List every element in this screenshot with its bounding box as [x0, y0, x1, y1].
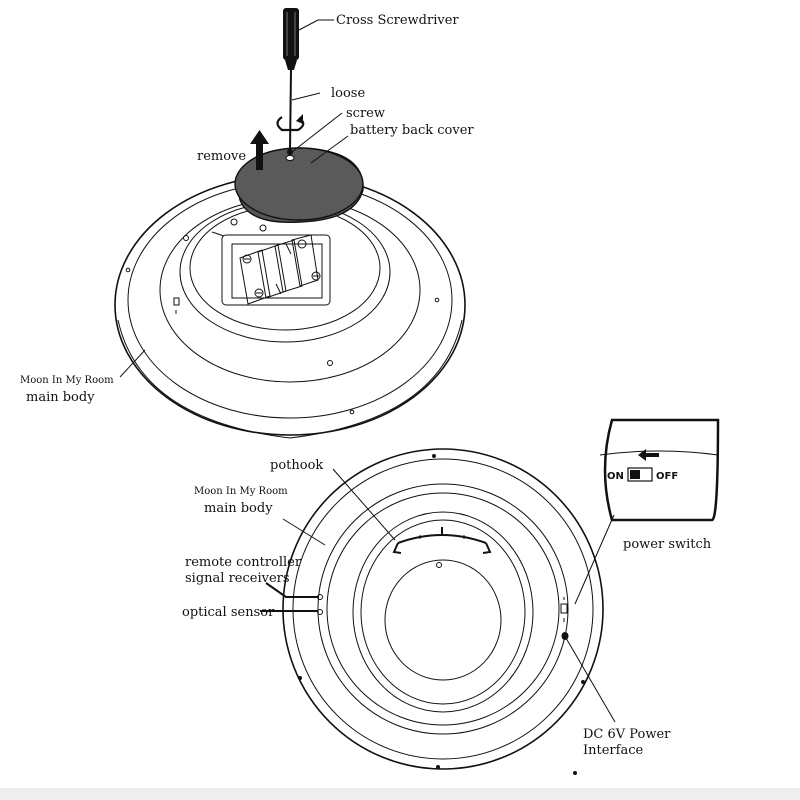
- left-arrow-icon: [638, 449, 659, 461]
- label-loose: loose: [331, 86, 365, 101]
- back-inner-ring-2: [360, 519, 526, 705]
- label-optical-sensor: optical sensor: [182, 605, 275, 620]
- label-remote-controller: remote controller: [185, 555, 302, 570]
- back-inner-ring: [352, 511, 534, 713]
- battery-back-cover: [234, 147, 364, 224]
- side-switch: [173, 297, 180, 306]
- cover-screw-hole: [285, 155, 295, 161]
- back-center-window: [384, 559, 502, 681]
- label-dc-power-line1: DC 6V Power: [583, 727, 671, 742]
- dc-power-jack: [561, 632, 569, 640]
- power-switch-small: [560, 603, 568, 614]
- label-switch-on: ON: [607, 471, 624, 482]
- power-switch-zoom: [599, 418, 720, 522]
- main-body-edge: [117, 319, 463, 439]
- label-moon-in-my-room-top: Moon In My Room: [20, 375, 114, 386]
- label-battery-back-cover: battery back cover: [350, 123, 474, 138]
- back-outer-ring-inner: [292, 458, 594, 760]
- cross-screwdriver: [283, 8, 299, 155]
- label-main-body-bottom: main body: [204, 501, 273, 516]
- label-cross-screwdriver: Cross Screwdriver: [336, 13, 459, 28]
- pothook: [392, 527, 492, 554]
- up-arrow-icon: [250, 130, 269, 170]
- rim-hole: [125, 267, 131, 273]
- screw-icon: [287, 149, 293, 155]
- battery: [239, 249, 271, 305]
- label-remove: remove: [197, 149, 246, 164]
- battery-compartment: [221, 234, 331, 306]
- label-power-switch: power switch: [623, 537, 712, 552]
- rim-hole: [434, 297, 440, 303]
- rotate-arrow-icon: [276, 114, 305, 132]
- rim-hole: [327, 360, 333, 366]
- label-moon-in-my-room-bottom: Moon In My Room: [194, 486, 288, 497]
- label-switch-off: OFF: [656, 471, 678, 482]
- back-view: [282, 448, 604, 775]
- top-assembly: [114, 8, 466, 439]
- back-outer-ring: [282, 448, 604, 770]
- label-main-body-top: main body: [26, 390, 95, 405]
- bottom-strip: [0, 788, 800, 800]
- rim-hole: [183, 235, 189, 241]
- rim-hole: [349, 409, 355, 415]
- label-signal-receivers: signal receivers: [185, 571, 290, 586]
- back-middle-ring: [317, 483, 569, 735]
- label-dc-power-line2: Interface: [583, 743, 643, 758]
- label-screw: screw: [346, 106, 385, 121]
- label-pothook: pothook: [270, 458, 323, 473]
- back-middle-ring-inner: [326, 492, 560, 726]
- battery: [274, 239, 303, 293]
